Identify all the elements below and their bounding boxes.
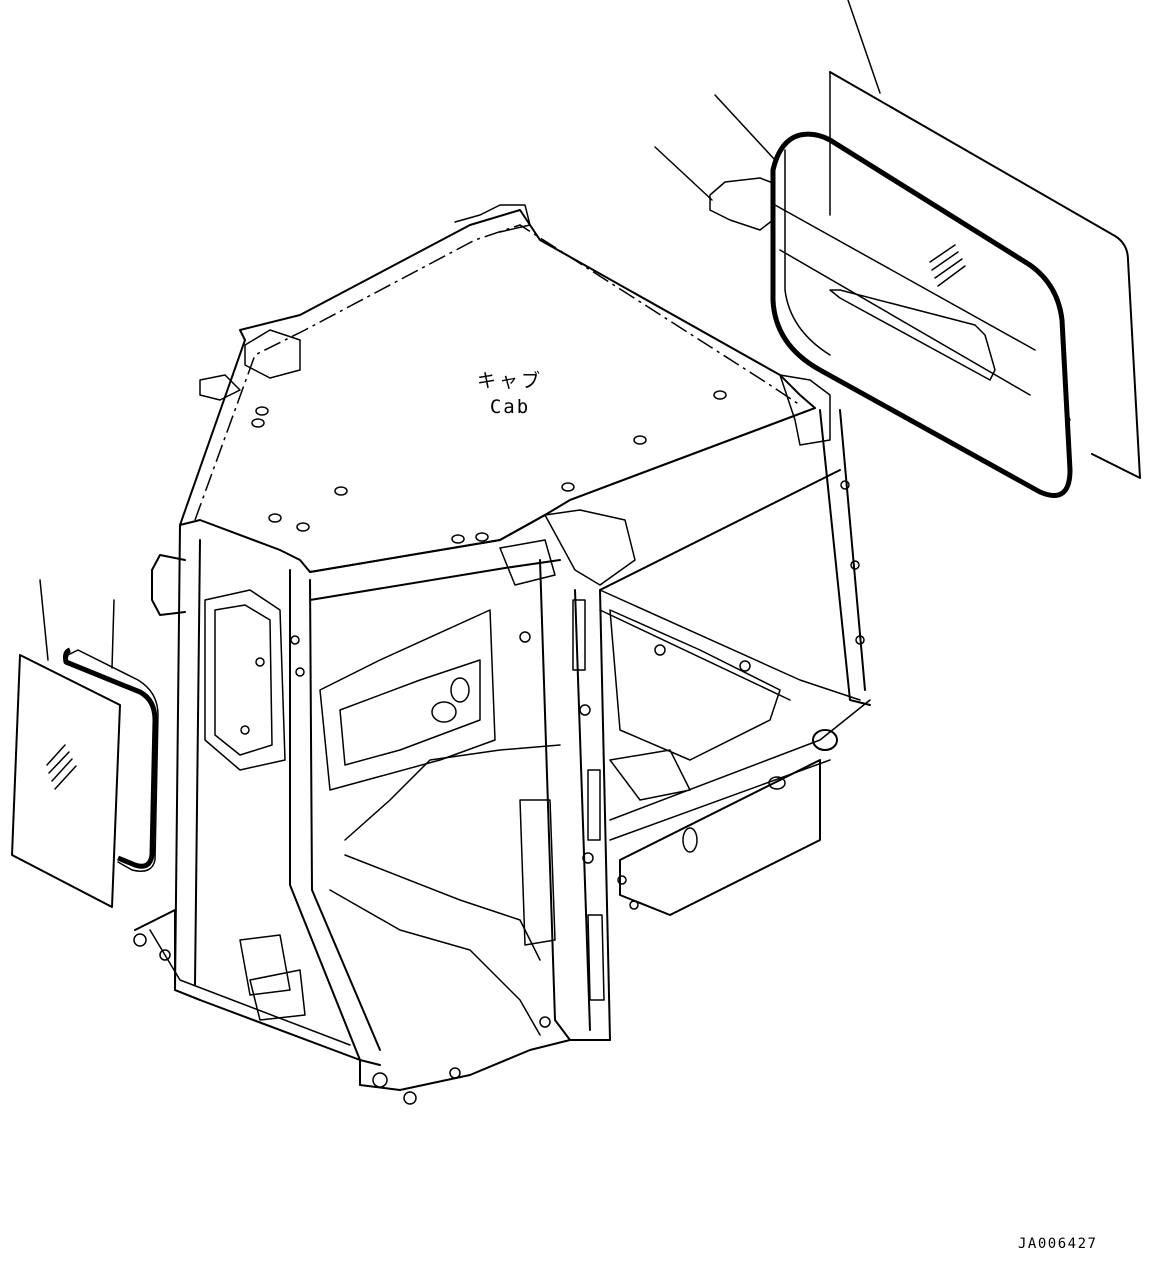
left-glass-assembly [11, 579, 159, 908]
rear-glass-assembly [654, 0, 1141, 498]
cab-roof [179, 204, 831, 586]
left-glass-leader [39, 579, 49, 661]
rear-seal-leader [714, 94, 776, 161]
drawing-number: JA006427 [1018, 1236, 1098, 1252]
left-seal-ring [63, 647, 158, 869]
cab-label-japanese: キャブ [476, 370, 543, 392]
rear-spacer-strip [709, 177, 774, 231]
left-seal-leader [111, 599, 115, 669]
rear-glass-pane [829, 71, 1141, 479]
rear-seal-ring [770, 131, 1073, 498]
roof-bolt-holes [251, 390, 727, 544]
cab-frame [134, 407, 871, 1091]
left-glass-pane [11, 654, 121, 908]
frame-bolt-holes [133, 480, 865, 1105]
rear-spacer-leader [654, 146, 713, 201]
cab-label-english: Cab [489, 396, 531, 418]
rear-glass-leader [847, 0, 881, 94]
